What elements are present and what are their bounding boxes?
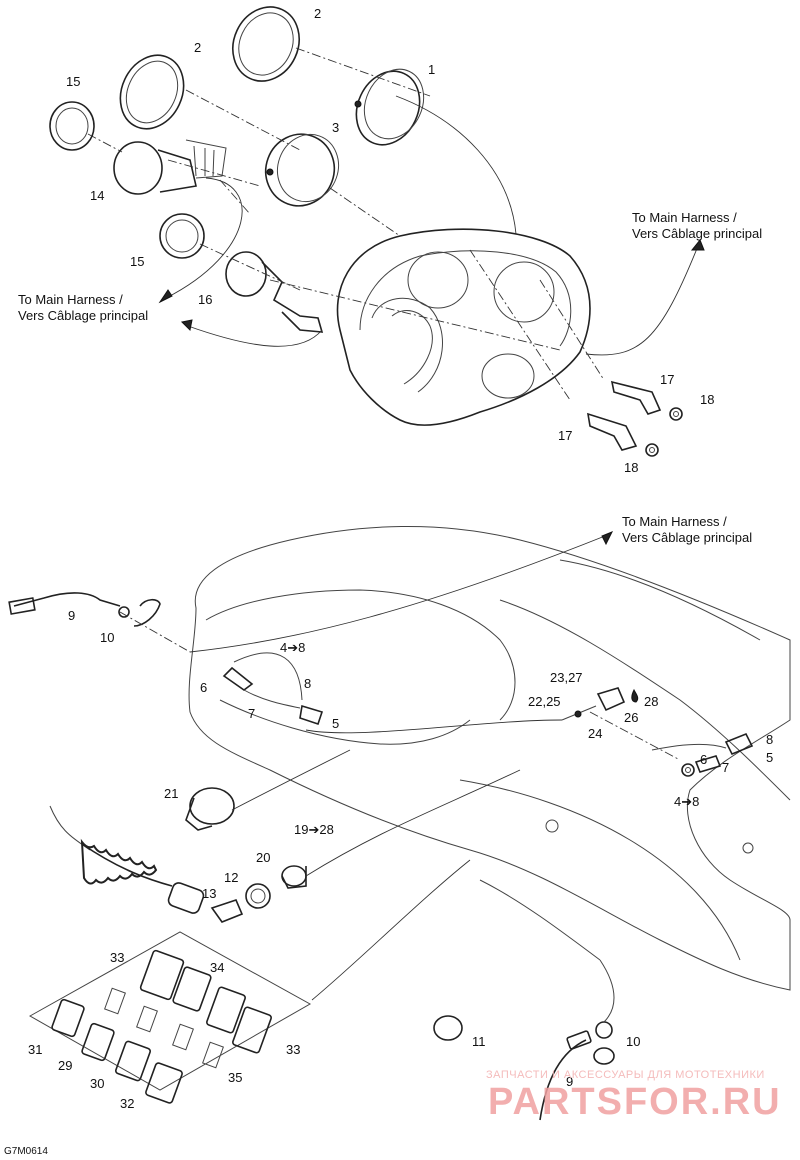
- harness-note-text: To Main Harness /: [632, 210, 737, 225]
- callout-33: 33: [110, 950, 124, 965]
- callout-9: 9: [566, 1074, 573, 1089]
- callout-9: 9: [68, 608, 75, 623]
- callout-34: 34: [210, 960, 224, 975]
- watermark: ЗАПЧАСТИ И АКСЕССУАРЫ ДЛЯ МОТОТЕХНИКИ PA…: [486, 1069, 782, 1123]
- callout-18: 18: [624, 460, 638, 475]
- callout-15: 15: [130, 254, 144, 269]
- callout-8: 8: [766, 732, 773, 747]
- callout-30: 30: [90, 1076, 104, 1091]
- harness-note-text: To Main Harness /: [622, 514, 727, 529]
- callout-15: 15: [66, 74, 80, 89]
- harness-note-text-fr: Vers Câblage principal: [632, 226, 762, 241]
- callout-4-8: 4➔8: [674, 794, 699, 809]
- callout-7: 7: [248, 706, 255, 721]
- callout-6: 6: [200, 680, 207, 695]
- callout-23-27: 23,27: [550, 670, 583, 685]
- callout-14: 14: [90, 188, 104, 203]
- harness-note-top-left: To Main Harness / Vers Câblage principal: [18, 292, 148, 323]
- callout-1: 1: [428, 62, 435, 77]
- callout-32: 32: [120, 1096, 134, 1111]
- callout-4-8: 4➔8: [280, 640, 305, 655]
- harness-note-middle-right: To Main Harness / Vers Câblage principal: [622, 514, 752, 545]
- callout-3: 3: [332, 120, 339, 135]
- harness-note-text-fr: Vers Câblage principal: [18, 308, 148, 323]
- callout-12: 12: [224, 870, 238, 885]
- callout-2: 2: [314, 6, 321, 21]
- callout-20: 20: [256, 850, 270, 865]
- callout-19-28: 19➔28: [294, 822, 334, 837]
- callout-24: 24: [588, 726, 602, 741]
- callout-18: 18: [700, 392, 714, 407]
- callout-29: 29: [58, 1058, 72, 1073]
- callout-16: 16: [198, 292, 212, 307]
- callout-13: 13: [202, 886, 216, 901]
- callout-31: 31: [28, 1042, 42, 1057]
- body-switch-assembly: [8, 526, 791, 1121]
- callout-35: 35: [228, 1070, 242, 1085]
- callout-10: 10: [100, 630, 114, 645]
- callout-labels: 1 2 2 3 15 14 15 16 17 18 17 18 9 10 4➔8…: [28, 6, 773, 1111]
- callout-5: 5: [766, 750, 773, 765]
- watermark-tagline: ЗАПЧАСТИ И АКСЕССУАРЫ ДЛЯ МОТОТЕХНИКИ: [486, 1069, 765, 1081]
- callout-26: 26: [624, 710, 638, 725]
- callout-22-25: 22,25: [528, 694, 561, 709]
- harness-note-top-right: To Main Harness / Vers Câblage principal: [632, 210, 762, 241]
- callout-10: 10: [626, 1034, 640, 1049]
- callout-17: 17: [558, 428, 572, 443]
- harness-note-text: To Main Harness /: [18, 292, 123, 307]
- callout-6: 6: [700, 752, 707, 767]
- watermark-brand: PARTSFOR.RU: [488, 1081, 782, 1123]
- drawing-code: G7M0614: [4, 1146, 48, 1157]
- gauge-cluster-assembly: [49, 6, 705, 457]
- callout-8: 8: [304, 676, 311, 691]
- callout-33: 33: [286, 1042, 300, 1057]
- callout-21: 21: [164, 786, 178, 801]
- callout-28: 28: [644, 694, 658, 709]
- callout-5: 5: [332, 716, 339, 731]
- harness-note-text-fr: Vers Câblage principal: [622, 530, 752, 545]
- callout-17: 17: [660, 372, 674, 387]
- callout-7: 7: [722, 760, 729, 775]
- callout-11: 11: [472, 1034, 486, 1049]
- callout-2: 2: [194, 40, 201, 55]
